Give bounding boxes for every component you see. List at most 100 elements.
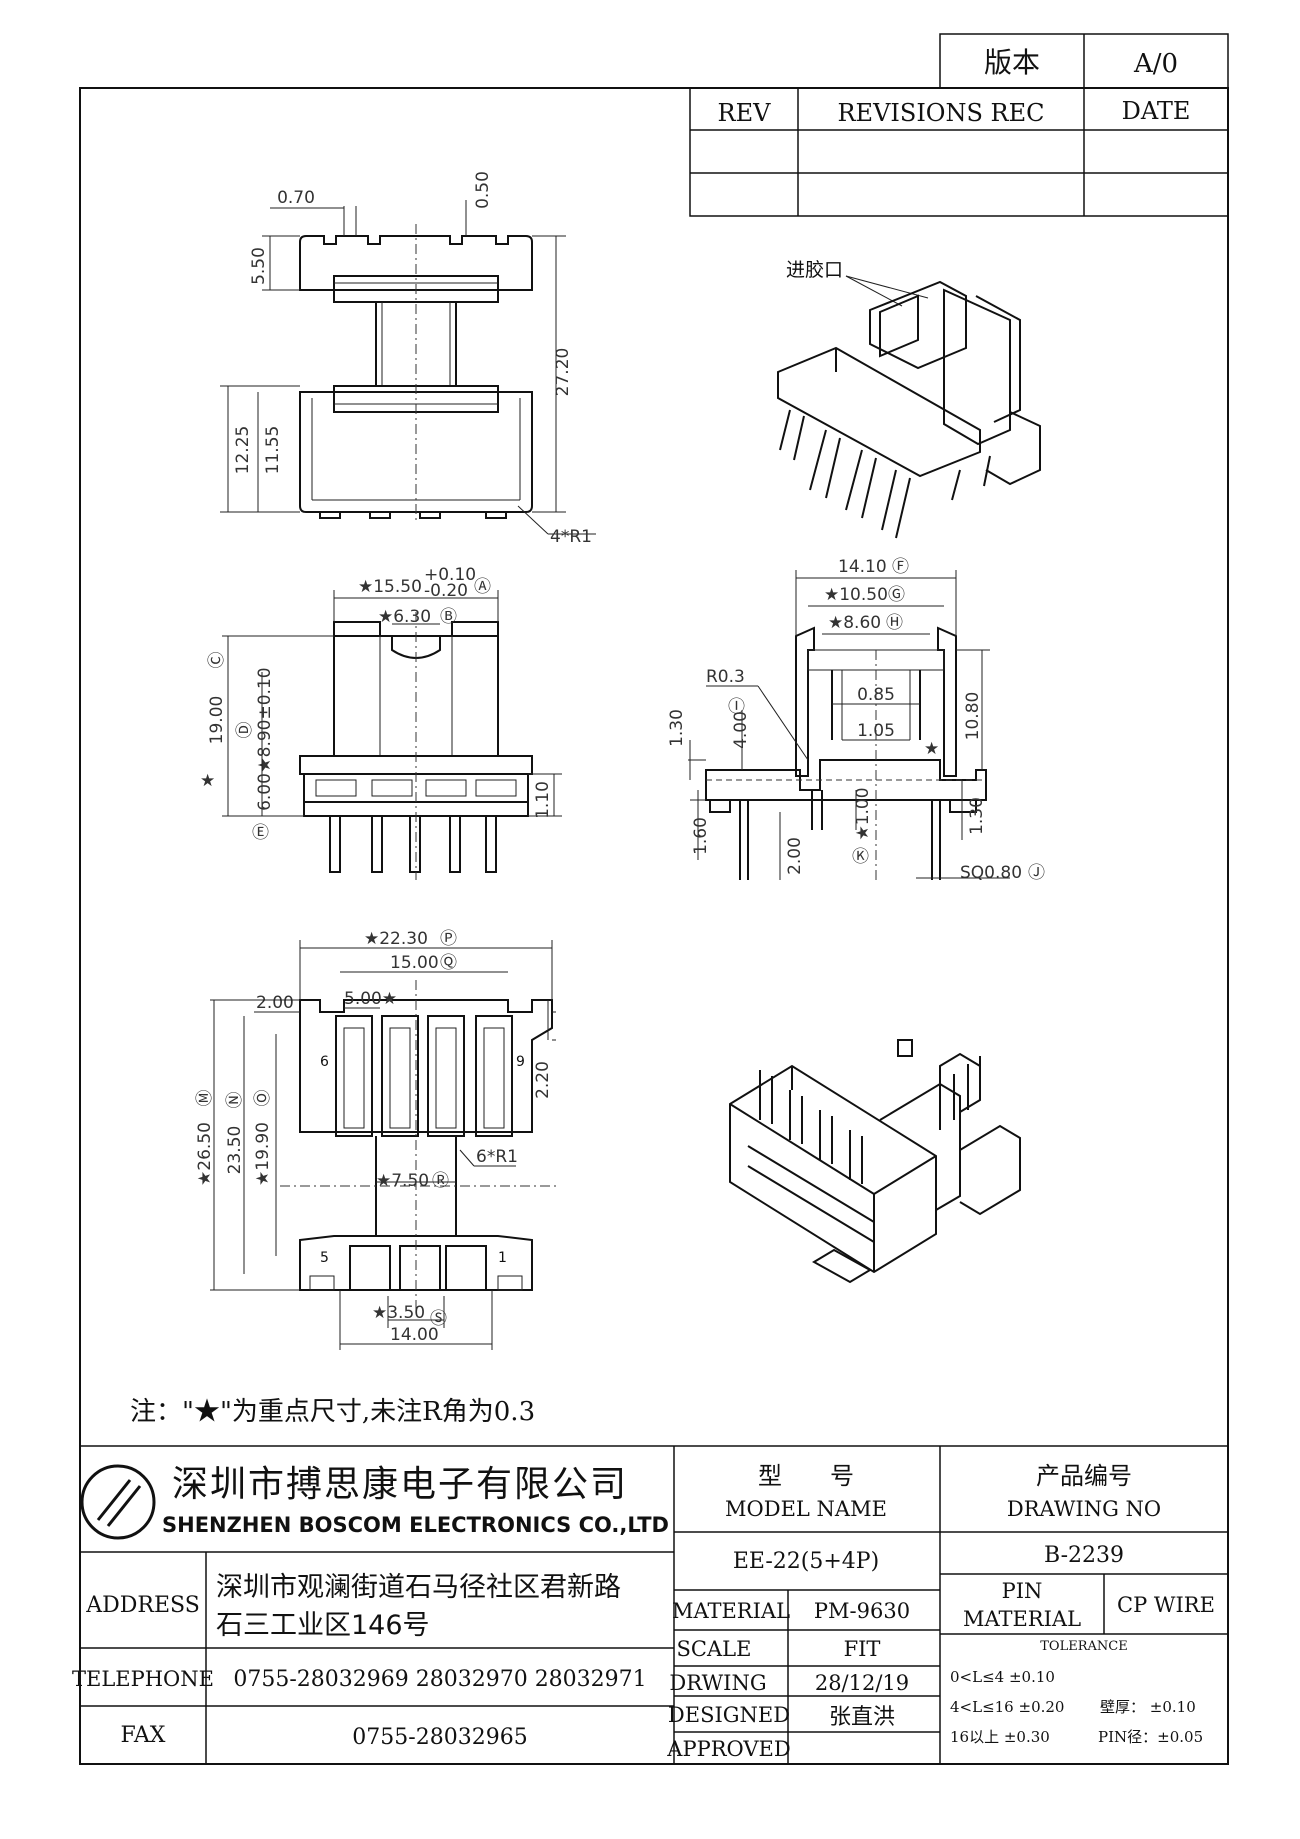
dim-r-tag: Ⓡ — [432, 1171, 449, 1191]
revision-label: 版本 — [984, 46, 1040, 79]
dim-a-tag: Ⓐ — [474, 577, 491, 597]
tolerance-row-1: 0<L≤4 ±0.10 — [950, 1668, 1055, 1686]
dim-1-30a: 1.30 — [667, 709, 687, 747]
dim-star-marker-2: ★ — [924, 739, 939, 759]
model-label-en: MODEL NAME — [725, 1497, 887, 1521]
dim-g: ★10.50 — [824, 585, 888, 605]
pin-material-label-1: PIN — [1002, 1579, 1043, 1603]
dim-r: ★7.50 — [376, 1171, 429, 1191]
material-label: MATERIAL — [672, 1599, 790, 1623]
fax-label: FAX — [121, 1723, 166, 1748]
revision-box: 版本 A/0 — [939, 33, 1229, 89]
side-view-left: ★15.50 +0.10 -0.20 Ⓐ ★6.30 Ⓑ 19.00 Ⓒ ★8.… — [200, 565, 562, 880]
tolerance-row-2: 4<L≤16 ±0.20 — [950, 1698, 1064, 1716]
dim-a-tol-up: +0.10 — [424, 565, 476, 585]
revision-table: REV REVISIONS REC DATE — [689, 87, 1229, 217]
pin-6-label: 6 — [320, 1054, 329, 1070]
telephone-label: TELEPHONE — [72, 1667, 214, 1691]
pin-diameter-tolerance: PIN径：±0.05 — [1098, 1728, 1203, 1746]
dim-4-r1: 4*R1 — [550, 527, 592, 547]
address-line-1: 深圳市观澜街道石马径社区君新路 — [216, 1572, 621, 1603]
company-name-en: SHENZHEN BOSCOM ELECTRONICS CO.,LTD — [162, 1513, 669, 1537]
dim-1-10: 1.10 — [533, 781, 553, 819]
scale-label: SCALE — [677, 1637, 752, 1661]
dim-a-main: ★15.50 — [358, 577, 422, 597]
dim-12-25: 12.25 — [233, 426, 253, 475]
dim-d: ★8.90±0.10 — [255, 667, 275, 772]
model-value: EE-22(5+4P) — [733, 1549, 879, 1574]
company-name-cn: 深圳市搏思康电子有限公司 — [172, 1464, 628, 1505]
isometric-view-bottom — [729, 1039, 1021, 1284]
revision-value: A/0 — [1133, 49, 1178, 79]
date-column-header: DATE — [1122, 97, 1191, 125]
revisions-rec-column-header: REVISIONS REC — [837, 99, 1044, 127]
dim-j: SQ0.80 — [960, 863, 1022, 883]
dim-j-tag: Ⓙ — [1028, 863, 1045, 883]
dim-h-tag: Ⓗ — [886, 613, 903, 633]
dim-g-tag: Ⓖ — [888, 585, 905, 605]
dim-b: ★6.30 — [378, 607, 431, 627]
dim-27-20: 27.20 — [553, 348, 573, 397]
designer-value: 张直洪 — [829, 1705, 895, 1730]
dim-1-05: 1.05 — [857, 721, 895, 741]
dim-k: ★1.00 — [853, 787, 873, 840]
dim-r0-3: R0.3 — [706, 667, 745, 687]
drawing-label-cn: 产品编号 — [1036, 1462, 1132, 1490]
gate-label: 进胶口 — [786, 259, 843, 281]
dim-s-tag: Ⓢ — [430, 1309, 447, 1329]
key-dimension-note: 注："★"为重点尺寸,未注R角为0.3 — [130, 1397, 535, 1427]
dim-2-20: 2.20 — [533, 1061, 553, 1099]
isometric-view-top: 进胶口 — [777, 259, 1041, 539]
pin-9-label: 9 — [516, 1054, 525, 1070]
scale-value: FIT — [844, 1637, 881, 1661]
designed-label: DESIGNED — [668, 1703, 790, 1727]
dim-n: 23.50 — [225, 1126, 245, 1175]
drawing-number: B-2239 — [1044, 1543, 1124, 1568]
wall-thickness-tolerance: 壁厚： ±0.10 — [1100, 1698, 1196, 1716]
dim-o-tag: Ⓞ — [253, 1090, 273, 1107]
pin-material-label-2: MATERIAL — [963, 1607, 1081, 1631]
drawing-border — [79, 87, 1229, 1765]
dim-n-tag: Ⓝ — [225, 1092, 245, 1109]
dim-0-85: 0.85 — [857, 685, 895, 705]
pin-1-label: 1 — [498, 1250, 507, 1266]
dim-5-00: 5.00★ — [344, 989, 397, 1009]
tolerance-row-3: 16以上 ±0.30 — [950, 1728, 1050, 1746]
dim-p: ★22.30 — [364, 929, 428, 949]
dim-0-50: 0.50 — [473, 171, 493, 209]
dim-c-tag: Ⓒ — [207, 652, 227, 669]
dim-e: 6.00 — [255, 773, 275, 811]
tolerance-label: TOLERANCE — [1040, 1639, 1127, 1654]
drawing-date: 28/12/19 — [815, 1671, 909, 1695]
address-label: ADDRESS — [85, 1593, 200, 1618]
material-value: PM-9630 — [814, 1599, 910, 1623]
drawing-label-en: DRAWING NO — [1007, 1497, 1161, 1521]
dim-d-tag: Ⓓ — [235, 722, 255, 739]
dim-f-tag: Ⓕ — [892, 557, 909, 577]
title-block: 深圳市搏思康电子有限公司 SHENZHEN BOSCOM ELECTRONICS… — [72, 1445, 1228, 1764]
dim-2-00b: 2.00 — [256, 993, 294, 1013]
dim-c: 19.00 — [207, 696, 227, 745]
drwing-label: DRWING — [669, 1671, 766, 1695]
dim-k-tag: Ⓚ — [852, 847, 869, 867]
dim-m: ★26.50 — [195, 1122, 215, 1186]
company-logo-icon — [80, 1464, 156, 1540]
dim-i: 4.00 — [731, 711, 751, 749]
dim-1-30b: 1.30 — [967, 797, 987, 835]
telephone-value: 0755-28032969 28032970 28032971 — [233, 1667, 646, 1692]
dim-f: 14.10 — [838, 557, 887, 577]
fax-value: 0755-28032965 — [352, 1725, 527, 1750]
dim-11-55: 11.55 — [263, 426, 283, 475]
dim-i-tag: Ⓘ — [728, 697, 745, 717]
dim-star-marker: ★ — [200, 771, 215, 791]
dim-6-r1: 6*R1 — [476, 1147, 518, 1167]
dim-s: ★3.50 — [372, 1303, 425, 1323]
dim-q-tag: Ⓠ — [440, 953, 457, 973]
dim-14-00: 14.00 — [390, 1325, 439, 1345]
dim-5-50: 5.50 — [249, 247, 269, 285]
dim-a-tol-down: -0.20 — [424, 581, 468, 601]
dim-p-tag: Ⓟ — [440, 929, 457, 949]
dim-2-00: 2.00 — [785, 837, 805, 875]
front-view: 5.50 27.20 12.25 11.55 0.70 0.50 4*R1 — [220, 171, 596, 547]
